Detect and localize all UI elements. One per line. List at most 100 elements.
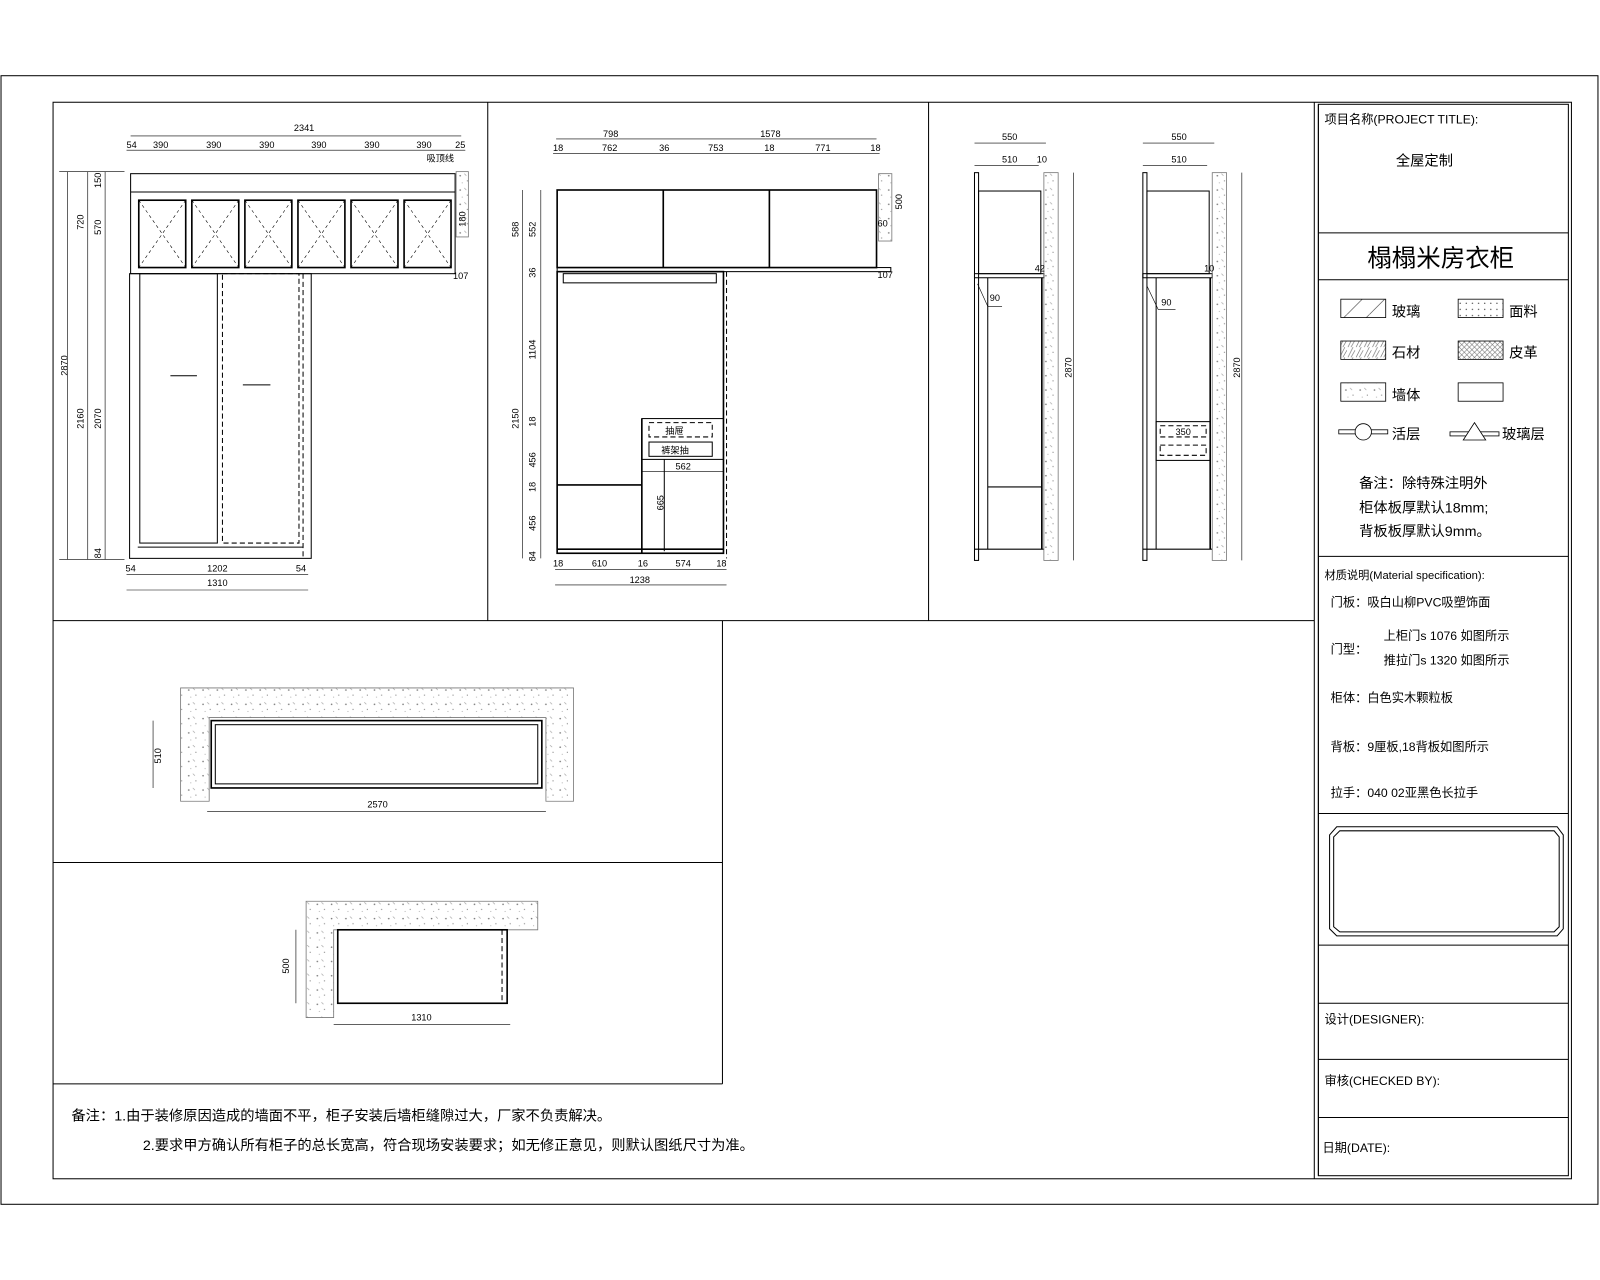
note-label: 500: [894, 194, 904, 209]
dim-label: 1310: [411, 1013, 431, 1023]
drawer: [1155, 421, 1211, 461]
dim-label: 1310: [207, 578, 227, 588]
dim-label: 456: [528, 516, 538, 531]
legend-label: 墙体: [1392, 387, 1421, 404]
date-label: 日期(DATE):: [1322, 1141, 1390, 1155]
dim-label: 18: [528, 417, 538, 427]
dim-label: 390: [311, 140, 326, 150]
interior-elevation: 798 1578 18 762 36 753 18 771 18 500 60 …: [510, 129, 904, 586]
dim-label: 1104: [528, 340, 538, 360]
dim-label: 54: [127, 140, 137, 150]
dim-label: 18: [528, 482, 538, 492]
dim-label: 2870: [1232, 357, 1242, 377]
dim-label: 456: [528, 452, 538, 467]
note-label: 107: [453, 271, 468, 281]
dim-label: 720: [76, 214, 86, 229]
drawer-label: 抽屉: [665, 425, 683, 436]
dim-label: 762: [602, 143, 617, 153]
dim-label: 570: [93, 220, 103, 235]
dim-label: 510: [153, 748, 163, 763]
note-label: 60: [878, 219, 888, 229]
dim-label: 36: [659, 143, 669, 153]
stone-swatch: [1340, 340, 1387, 360]
dim-label: 54: [126, 564, 136, 574]
dim-label: 18: [764, 143, 774, 153]
spec-note: 备注：除特殊注明外: [1359, 475, 1487, 492]
blank-swatch: [1457, 382, 1504, 402]
dim-label: 390: [259, 140, 274, 150]
drawing-title: 榻榻米房衣柜: [1367, 245, 1514, 273]
legend-label: 石材: [1392, 344, 1421, 361]
dim-label: 2160: [76, 408, 86, 428]
plan-view-a: 2570 510: [152, 687, 574, 812]
glass-swatch: [1340, 298, 1387, 318]
dim-label: 500: [281, 958, 291, 973]
legend-label: 活层: [1392, 426, 1421, 443]
dim-label: 1202: [207, 564, 227, 574]
glass-shelf-icon: [1449, 421, 1500, 441]
outer-frame: [0, 75, 1599, 1205]
dim-label: 10: [1204, 264, 1214, 274]
note-label: 吸顶线: [427, 152, 455, 163]
dim-label: 150: [93, 173, 103, 188]
legend-label: 玻璃: [1392, 304, 1421, 321]
legend-label: 玻璃层: [1502, 426, 1545, 443]
leather-swatch: [1457, 340, 1504, 360]
dim-label: 390: [153, 140, 168, 150]
title-block: 项目名称(PROJECT TITLE): 全屋定制 榻榻米房衣柜 玻璃 面料 石…: [1313, 102, 1569, 1179]
dim-label: 510: [1002, 154, 1017, 164]
note-label: 107: [878, 270, 893, 280]
project-title-label: 项目名称(PROJECT TITLE):: [1324, 112, 1478, 127]
note-label: 180: [457, 211, 467, 226]
legend-label: 皮革: [1509, 344, 1538, 361]
material-door-panel: 门板：吸白山柳PVC吸塑饰面: [1331, 594, 1491, 609]
legend-label: 面料: [1509, 304, 1538, 321]
note-label: 665: [655, 495, 665, 510]
dim-label: 550: [1171, 132, 1186, 142]
dim-label: 42: [1035, 264, 1045, 274]
drawer-label: 裤架抽: [661, 444, 689, 455]
side-view-b: 550 510 350 2870 90 10: [1142, 132, 1243, 561]
dim-label: 84: [528, 551, 538, 561]
dim-label: 84: [93, 548, 103, 558]
project-name: 全屋定制: [1396, 152, 1453, 170]
front-elevation: 2341 54 390 390 390 390 390 390 25 吸顶线 1…: [59, 123, 469, 591]
side-view-a: 550 510 10 2870 90 42: [973, 132, 1074, 561]
dim-label: 390: [364, 140, 379, 150]
dim-label: 350: [1176, 427, 1191, 437]
material-door-type: 推拉门s 1320 如图所示: [1384, 652, 1510, 667]
dim-label: 552: [528, 222, 538, 237]
dim-label: 588: [510, 222, 520, 237]
dim-label: 1238: [630, 575, 650, 585]
dim-label: 90: [1161, 297, 1171, 307]
wall-swatch: [1340, 382, 1387, 402]
dim-label: 2150: [510, 408, 520, 428]
dim-label: 390: [416, 140, 431, 150]
dim-label: 610: [592, 559, 607, 569]
dim-label: 18: [553, 559, 563, 569]
dim-label: 390: [206, 140, 221, 150]
designer-label: 设计(DESIGNER):: [1324, 1013, 1424, 1027]
dim-label: 753: [708, 143, 723, 153]
footnote: 备注：1.由于装修原因造成的墙面不平，柜子安装后墙柜缝隙过大，厂家不负责解决。: [71, 1108, 611, 1125]
dim-label: 54: [296, 564, 306, 574]
dim-label: 16: [638, 559, 648, 569]
legend: 玻璃 面料 石材 皮革 墙体 活层 玻璃层: [1338, 298, 1545, 443]
material-carcass: 柜体：白色实木颗粒板: [1331, 690, 1453, 705]
dim-label: 771: [815, 143, 830, 153]
fabric-swatch: [1457, 298, 1504, 318]
upper-doors: [137, 199, 452, 269]
material-handle: 拉手：040 02亚黑色长拉手: [1331, 785, 1479, 800]
dim-label: 25: [455, 140, 465, 150]
dim-label: 2341: [294, 123, 314, 133]
material-door-type: 上柜门s 1076 如图所示: [1384, 628, 1510, 643]
material-heading: 材质说明(Material specification):: [1324, 568, 1484, 582]
footnote: 2.要求甲方确认所有柜子的总长宽高，符合现场安装要求；如无修正意见，则默认图纸尺…: [143, 1136, 754, 1154]
checked-by-label: 审核(CHECKED BY):: [1324, 1073, 1440, 1088]
dim-label: 510: [1171, 154, 1186, 164]
dim-label: 550: [1002, 132, 1017, 142]
dim-label: 1578: [760, 129, 780, 139]
dim-label: 2070: [93, 408, 103, 428]
adjustable-shelf-icon: [1338, 423, 1389, 441]
